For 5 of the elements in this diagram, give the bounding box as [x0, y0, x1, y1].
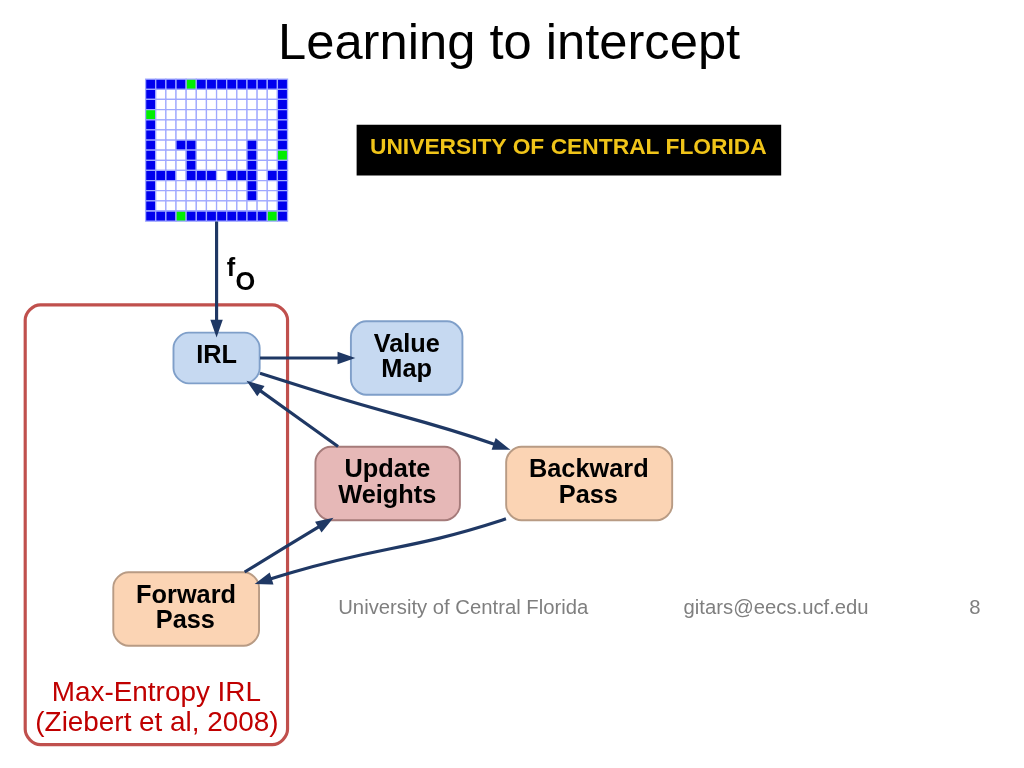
- diagram-title: Learning to intercept: [277, 12, 740, 70]
- label: gitars@eecs.ucf.edu: [683, 595, 869, 618]
- label: UNIVERSITY OF CENTRAL FLORIDA: [369, 133, 767, 160]
- label: University of Central Florida: [337, 595, 588, 618]
- label: 8: [968, 595, 981, 618]
